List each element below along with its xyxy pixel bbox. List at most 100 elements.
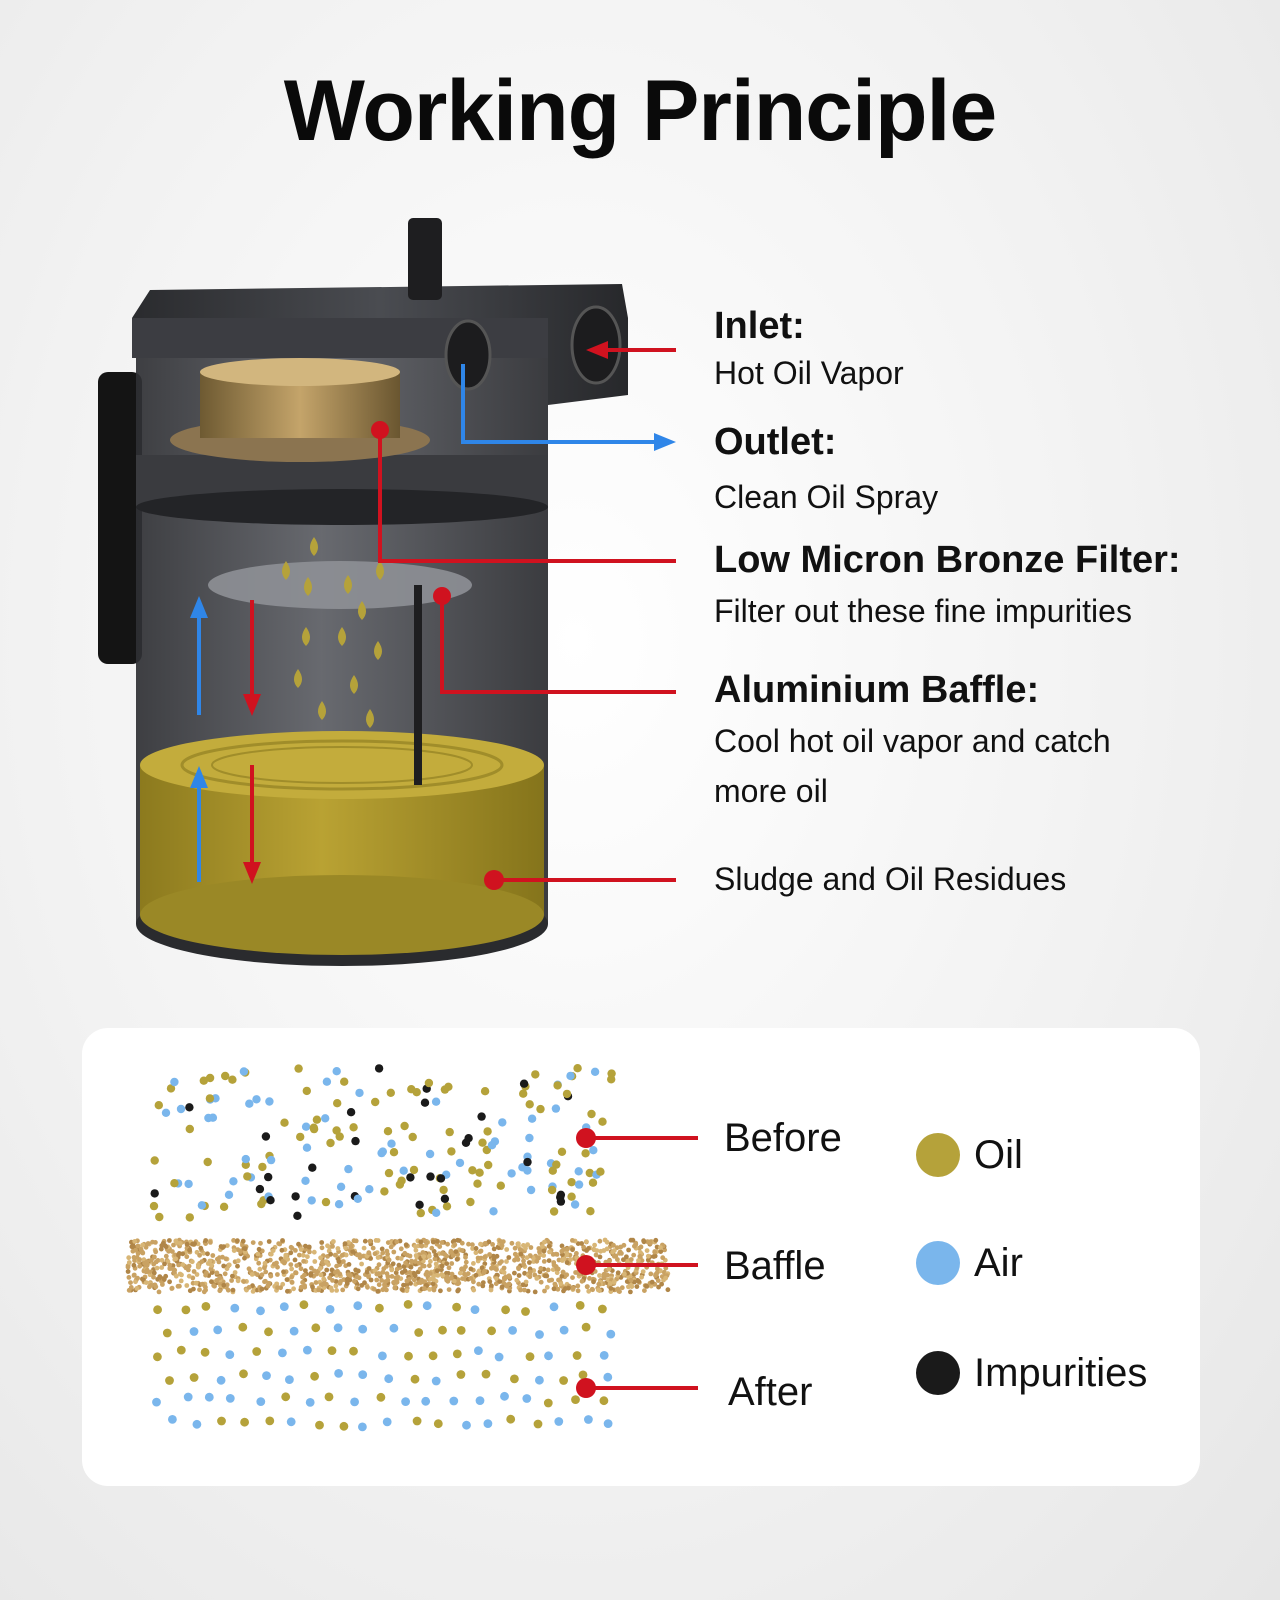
baffle-particle bbox=[310, 1284, 315, 1290]
baffle-particle bbox=[280, 1238, 285, 1243]
baffle-particle bbox=[570, 1238, 575, 1243]
baffle-particle bbox=[190, 1241, 195, 1247]
baffle-particle bbox=[391, 1249, 397, 1255]
oil-particle bbox=[296, 1132, 305, 1142]
oil-particle bbox=[445, 1127, 454, 1137]
baffle-particle bbox=[541, 1253, 547, 1258]
baffle-particle bbox=[400, 1287, 405, 1293]
baffle-particle bbox=[541, 1259, 547, 1264]
baffle-particle bbox=[313, 1280, 319, 1285]
baffle-particle bbox=[499, 1243, 505, 1248]
oil-particle bbox=[240, 1417, 250, 1427]
oil-droplet-icon bbox=[366, 709, 374, 728]
baffle-particle bbox=[197, 1252, 202, 1258]
baffle-particle bbox=[570, 1247, 575, 1253]
baffle-particle bbox=[388, 1244, 394, 1250]
baffle-particle bbox=[470, 1242, 475, 1248]
oil-particle bbox=[484, 1160, 493, 1170]
baffle-particle bbox=[525, 1288, 531, 1294]
baffle-particle bbox=[402, 1250, 408, 1256]
air-particle bbox=[449, 1396, 459, 1406]
baffle-particle bbox=[177, 1241, 183, 1246]
oil-particle bbox=[264, 1327, 273, 1337]
baffle-particle bbox=[604, 1246, 610, 1252]
baffle-particle bbox=[263, 1269, 269, 1275]
baffle-particle bbox=[432, 1256, 438, 1262]
oil-particle bbox=[478, 1138, 487, 1147]
baffle-particle bbox=[365, 1284, 370, 1290]
baffle-particle bbox=[644, 1284, 650, 1289]
oil-particle bbox=[466, 1197, 475, 1207]
air-particle bbox=[470, 1305, 480, 1314]
baffle-description-line1: Cool hot oil vapor and catch bbox=[714, 723, 1111, 759]
baffle-particle bbox=[370, 1245, 376, 1251]
air-particle bbox=[230, 1303, 240, 1313]
baffle-particle bbox=[298, 1247, 304, 1252]
air-particle bbox=[432, 1208, 441, 1217]
air-particle bbox=[183, 1392, 193, 1402]
baffle-particle bbox=[631, 1252, 637, 1258]
baffle-particle bbox=[521, 1262, 527, 1267]
oil-particle bbox=[238, 1322, 248, 1332]
air-particle bbox=[245, 1099, 254, 1108]
baffle-particle bbox=[356, 1275, 362, 1281]
baffle-particle bbox=[624, 1254, 629, 1260]
baffle-particle bbox=[221, 1282, 227, 1288]
air-particle bbox=[262, 1371, 271, 1380]
oil-particle bbox=[199, 1076, 208, 1085]
baffle-particle bbox=[375, 1289, 381, 1294]
baffle-particle bbox=[502, 1276, 508, 1282]
air-particle bbox=[189, 1327, 199, 1336]
baffle-particle bbox=[611, 1242, 616, 1248]
baffle-particle bbox=[444, 1277, 450, 1283]
baffle-particle bbox=[225, 1287, 231, 1293]
baffle-particle bbox=[477, 1249, 483, 1254]
air-particle bbox=[494, 1352, 504, 1362]
baffle-particle bbox=[471, 1287, 477, 1293]
air-particle bbox=[334, 1369, 343, 1378]
baffle-particle bbox=[300, 1274, 305, 1280]
baffle-particle bbox=[439, 1263, 445, 1269]
oil-particle bbox=[599, 1396, 609, 1406]
baffle-particle bbox=[297, 1252, 302, 1258]
baffle-particle bbox=[231, 1248, 237, 1253]
impurities-dot-icon bbox=[916, 1351, 960, 1395]
air-particle bbox=[184, 1179, 193, 1189]
baffle-particle bbox=[201, 1289, 207, 1295]
oil-particle bbox=[481, 1369, 491, 1379]
oil-particle bbox=[243, 1172, 252, 1181]
baffle-particle bbox=[564, 1260, 570, 1265]
baffle-particle bbox=[490, 1242, 495, 1247]
baffle-particle bbox=[645, 1253, 651, 1259]
air-particle bbox=[344, 1164, 353, 1174]
baffle-particle bbox=[308, 1271, 314, 1276]
baffle-particle bbox=[494, 1272, 500, 1278]
baffle-particle bbox=[133, 1247, 138, 1253]
baffle-particle bbox=[266, 1239, 272, 1244]
oil-particle bbox=[384, 1168, 394, 1178]
baffle-particle bbox=[399, 1270, 405, 1275]
baffle-particle bbox=[133, 1279, 138, 1285]
baffle-particle bbox=[559, 1273, 565, 1279]
baffle-particle bbox=[564, 1252, 570, 1258]
baffle-particle bbox=[148, 1257, 154, 1263]
air-particle bbox=[229, 1177, 238, 1186]
baffle-particle bbox=[516, 1273, 522, 1278]
baffle-particle bbox=[560, 1269, 566, 1275]
baffle-particle bbox=[439, 1240, 445, 1245]
baffle-particle bbox=[129, 1244, 135, 1250]
baffle-particle bbox=[579, 1241, 584, 1246]
baffle-particle bbox=[644, 1248, 650, 1253]
baffle-particle bbox=[153, 1240, 158, 1245]
oil-particle bbox=[326, 1138, 335, 1148]
baffle-particle bbox=[433, 1252, 439, 1258]
baffle-particle bbox=[579, 1278, 585, 1284]
baffle-particle bbox=[478, 1241, 483, 1247]
air-particle bbox=[535, 1330, 544, 1339]
baffle-particle bbox=[190, 1275, 196, 1281]
oil-particle bbox=[165, 1376, 174, 1385]
oil-droplet-icon bbox=[376, 561, 384, 580]
air-particle bbox=[152, 1397, 161, 1407]
baffle-particle bbox=[291, 1286, 296, 1292]
baffle-particle bbox=[230, 1287, 236, 1293]
